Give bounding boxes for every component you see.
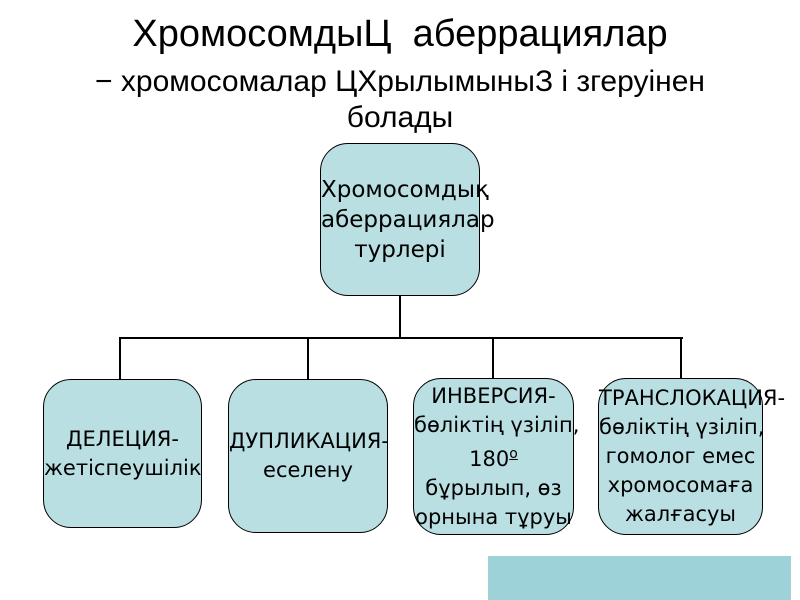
subtitle-line-2: болады — [346, 101, 454, 134]
box-text-line: гомолог емес — [605, 444, 756, 468]
decorative-bottom-bar — [488, 556, 791, 600]
box-text-line: ДЕЛЕЦИЯ- — [66, 426, 179, 451]
root-box-line: аберрациялар — [321, 206, 495, 233]
translocation-box-text: ТРАНСЛОКАЦИЯ- бөліктің үзіліп, гомолог е… — [599, 384, 786, 529]
inversion-box-text: ИНВЕРСИЯ- бөліктің үзіліп, 180о бұрылып,… — [414, 382, 580, 532]
child-box-deletion: ДЕЛЕЦИЯ- жетіспеушілік — [43, 379, 202, 528]
box-text-line: хромосомаға — [607, 473, 754, 497]
box-text-line: ТРАНСЛОКАЦИЯ- — [599, 386, 786, 410]
child-box-duplication: ДУПЛИКАЦИЯ- еселену — [228, 379, 389, 533]
connector-drop-translocation — [680, 337, 682, 379]
box-text-line-degrees: 180о — [414, 440, 573, 474]
box-text-line: еселену — [263, 458, 353, 482]
connector-root-stem — [399, 296, 401, 338]
box-text-line: бөліктің үзіліп, — [599, 415, 765, 439]
connector-horizontal-bar — [119, 337, 683, 339]
child-box-inversion: ИНВЕРСИЯ- бөліктің үзіліп, 180о бұрылып,… — [413, 378, 580, 535]
slide-title: ХромосомдыЦ аберрациялар — [132, 13, 668, 55]
connector-drop-duplication — [307, 337, 309, 379]
child-box-translocation: ТРАНСЛОКАЦИЯ- бөліктің үзіліп, гомолог е… — [598, 378, 786, 535]
root-box-line: турлері — [354, 236, 446, 263]
box-text-line: бөліктің үзіліп, — [414, 412, 580, 437]
degree-superscript: о — [509, 445, 518, 462]
deletion-box-text: ДЕЛЕЦИЯ- жетіспеушілік — [44, 425, 202, 483]
connector-drop-inversion — [492, 337, 494, 379]
box-text-line: орнына тұруы — [415, 504, 572, 529]
box-text-line: ДУПЛИКАЦИЯ- — [229, 429, 389, 453]
duplication-box-text: ДУПЛИКАЦИЯ- еселену — [229, 427, 389, 485]
box-text-line: жалғасуы — [624, 502, 737, 526]
box-text-line: ИНВЕРСИЯ- — [431, 383, 556, 408]
root-box-line: Хромосомдық — [321, 176, 489, 203]
degree-value: 180 — [469, 446, 510, 471]
subtitle-line-1: − хромосомалар ЦХрылымыныЗ і згеруінен — [95, 65, 705, 98]
box-text-line: жетіспеушілік — [44, 455, 202, 480]
slide-subtitle: − хромосомалар ЦХрылымыныЗ і згеруінен б… — [0, 64, 800, 136]
root-box-text: Хромосомдық аберрациялар турлері — [321, 175, 495, 265]
box-text-line: бұрылып, өз — [425, 475, 562, 500]
root-box-aberration-types: Хромосомдық аберрациялар турлері — [320, 143, 495, 296]
connector-drop-deletion — [119, 337, 121, 379]
